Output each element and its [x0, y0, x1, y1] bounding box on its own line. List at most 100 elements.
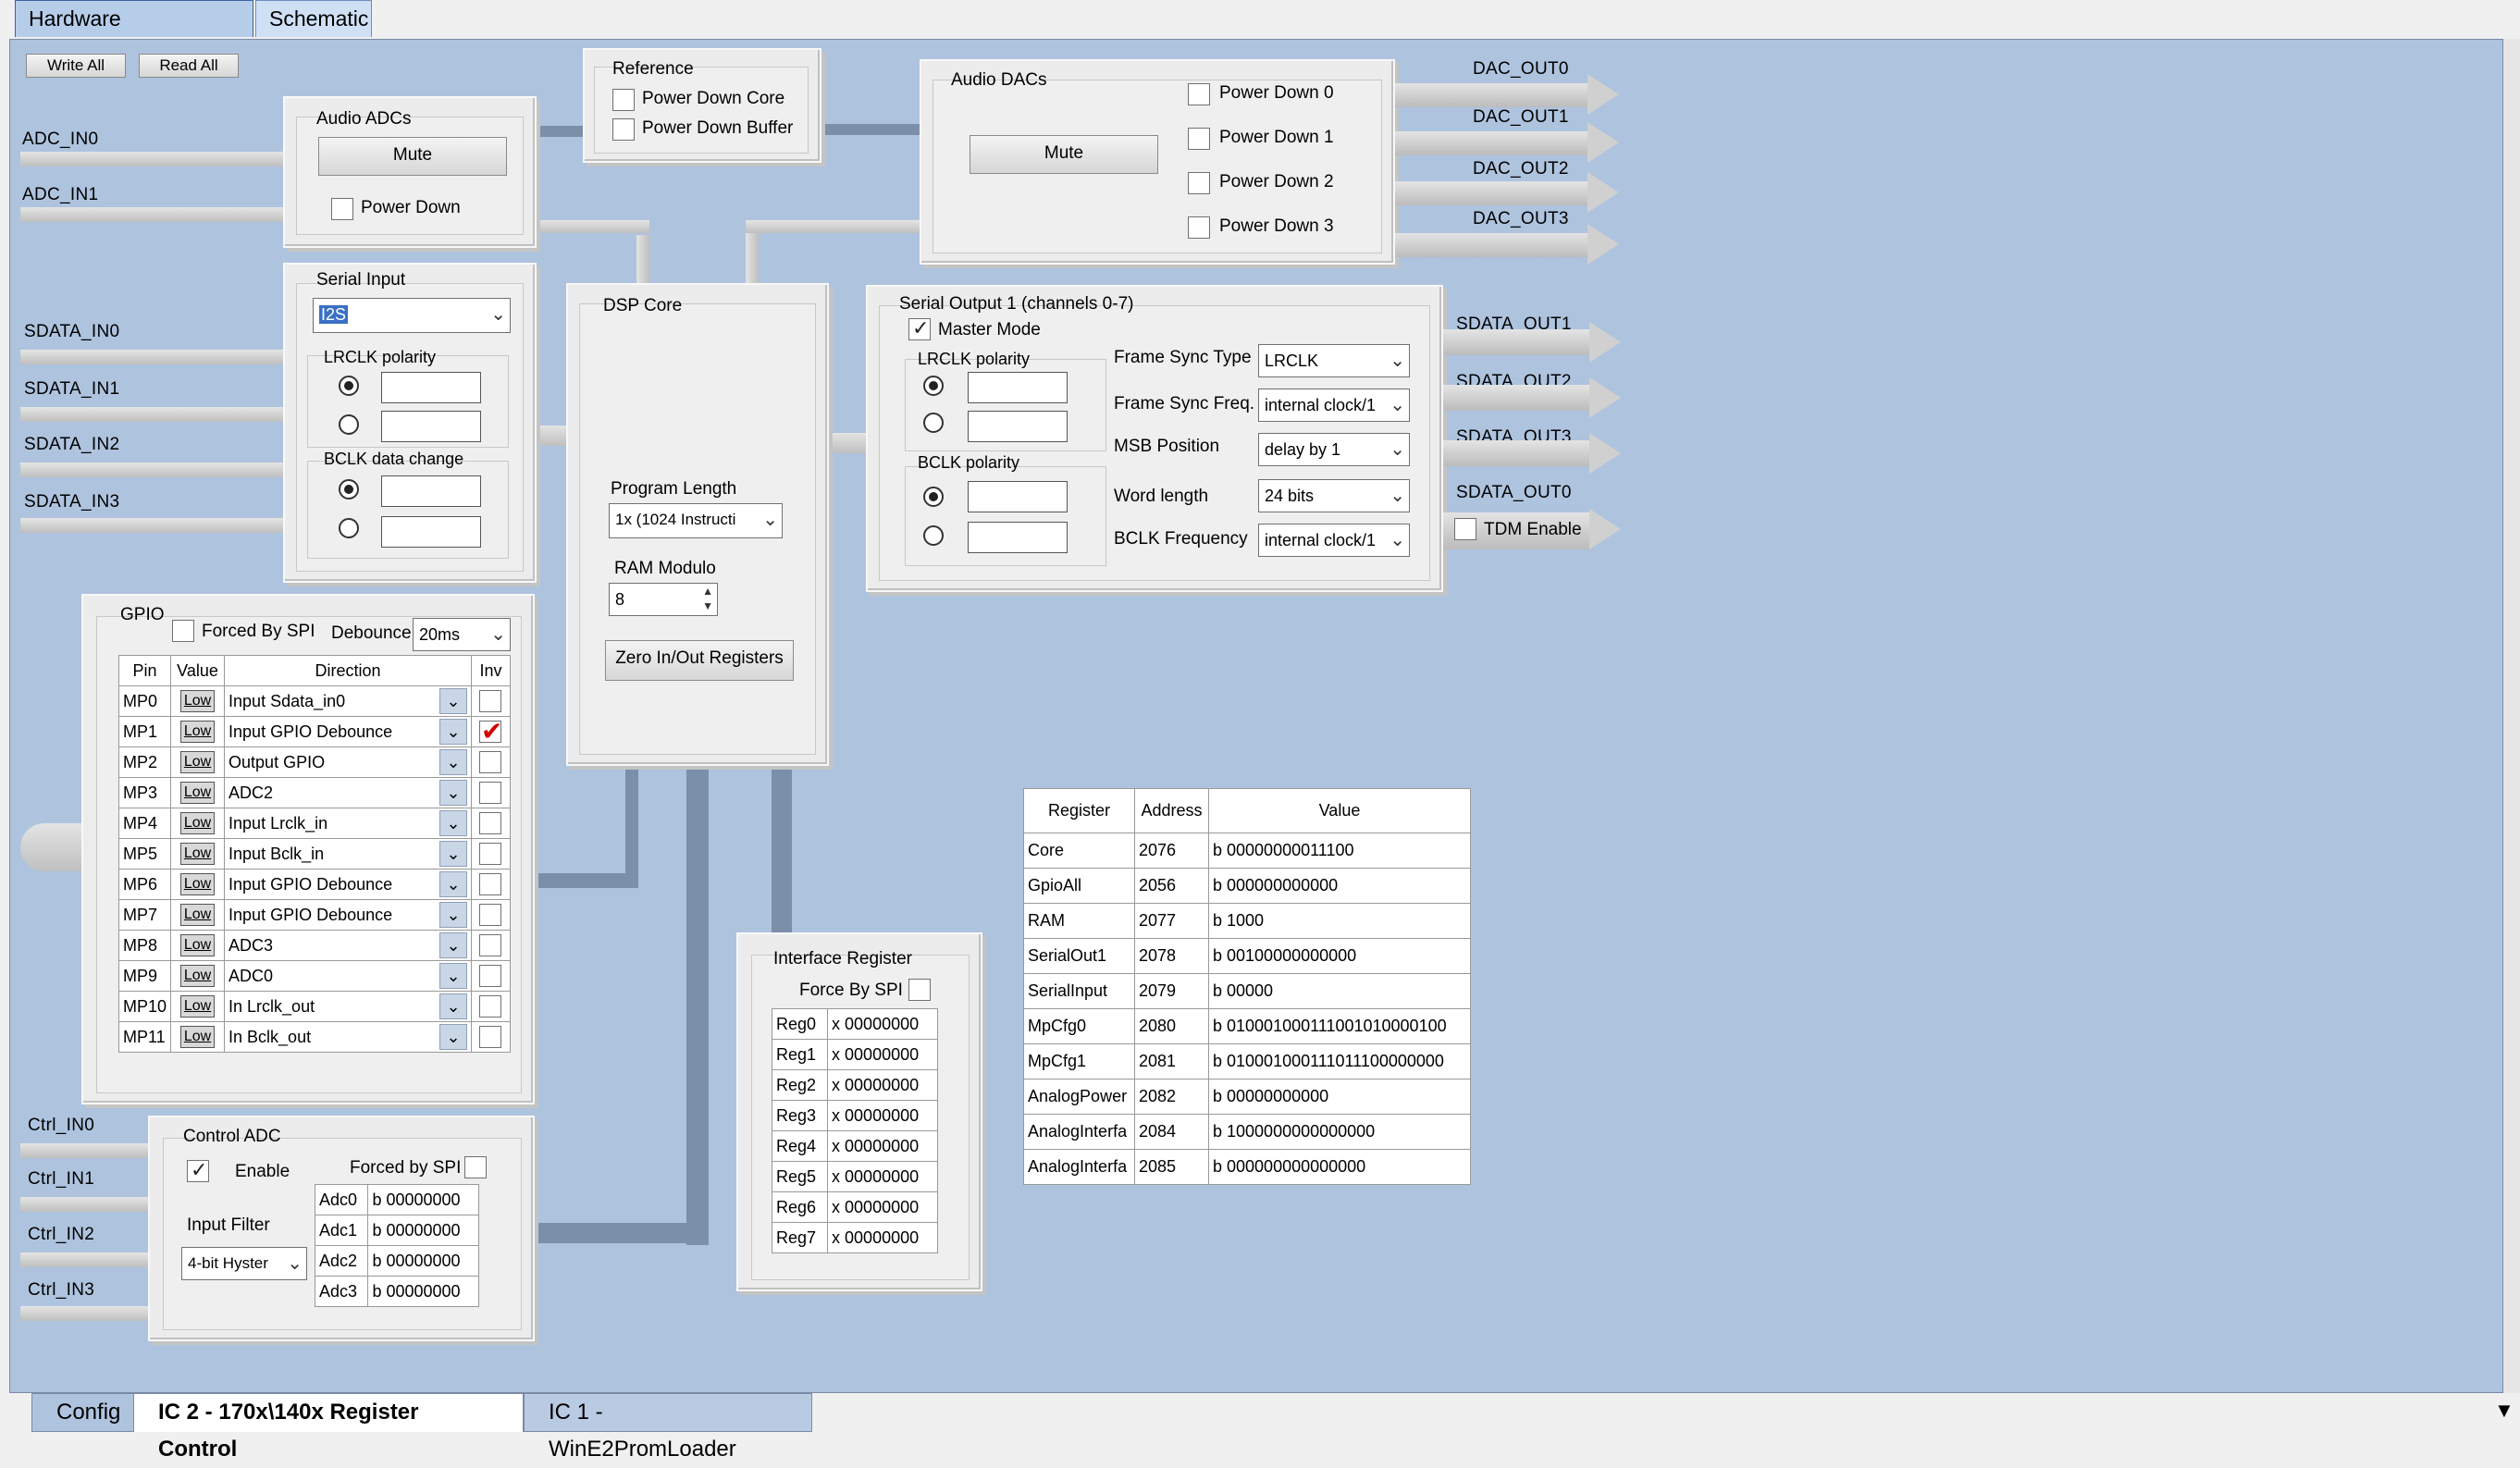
reg-value[interactable]: x 00000000	[827, 1069, 938, 1101]
chevron-down-icon[interactable]: ⌄	[439, 841, 467, 867]
gpio-value-button[interactable]: Low	[179, 873, 216, 895]
power-down-core-checkbox[interactable]	[612, 89, 635, 111]
control-adc-enable-checkbox[interactable]	[187, 1158, 209, 1182]
gpio-inv-checkbox[interactable]	[479, 843, 501, 865]
connector-line	[772, 766, 792, 938]
reg-value[interactable]: x 00000000	[827, 1008, 938, 1040]
register-name: RAM	[1023, 903, 1135, 939]
dac-power-down-2-checkbox[interactable]	[1188, 172, 1210, 194]
bclk-frequency-select[interactable]: internal clock/1⌄	[1258, 524, 1410, 557]
master-mode-checkbox[interactable]	[908, 316, 931, 340]
lrclk-polarity-radio-1[interactable]	[339, 376, 359, 396]
gpio-value-button[interactable]: Low	[179, 934, 216, 956]
dac-power-down-0-checkbox[interactable]	[1188, 83, 1210, 105]
register-address: 2076	[1134, 833, 1209, 869]
gpio-value-button[interactable]: Low	[179, 690, 216, 712]
power-down-buffer-checkbox[interactable]	[612, 118, 635, 141]
adc-power-down-checkbox[interactable]	[331, 198, 353, 220]
scroll-down-icon[interactable]: ▼	[2494, 1399, 2514, 1422]
bclk-data-change-radio-1[interactable]	[339, 479, 359, 500]
gpio-inv-checkbox[interactable]	[479, 751, 501, 773]
input-filter-select[interactable]: 4-bit Hyster⌄	[181, 1247, 307, 1280]
control-adc-forced-checkbox[interactable]	[464, 1156, 487, 1178]
gpio-forced-by-spi-checkbox[interactable]	[172, 620, 194, 642]
gpio-value-button[interactable]: Low	[179, 843, 216, 865]
chevron-down-icon[interactable]: ⌄	[439, 963, 467, 989]
tdm-enable-checkbox[interactable]	[1454, 518, 1476, 540]
chevron-down-icon: ⌄	[762, 510, 778, 530]
chevron-down-icon[interactable]: ⌄	[439, 810, 467, 836]
serial-input-format-select[interactable]: I2S⌄	[313, 298, 511, 333]
reg-value[interactable]: x 00000000	[827, 1191, 938, 1223]
dac-power-down-3-checkbox[interactable]	[1188, 216, 1210, 239]
reg-value[interactable]: x 00000000	[827, 1222, 938, 1253]
tab-hardware-configuration[interactable]: Hardware Configuration	[15, 0, 253, 66]
gpio-inv-checkbox[interactable]	[479, 716, 502, 746]
read-all-button[interactable]: Read All	[139, 54, 239, 78]
force-by-spi-checkbox[interactable]	[908, 979, 931, 1001]
chevron-down-icon[interactable]: ⌄	[439, 688, 467, 714]
gpio-inv-checkbox[interactable]	[479, 904, 501, 926]
out-lrclk-polarity-radio-2[interactable]	[923, 413, 944, 433]
pipe	[746, 233, 759, 287]
gpio-value-button[interactable]: Low	[179, 965, 216, 987]
gpio-value-button[interactable]: Low	[179, 721, 216, 743]
gpio-inv-checkbox[interactable]	[479, 782, 501, 804]
gpio-inv-checkbox[interactable]	[479, 690, 501, 712]
reg-value[interactable]: x 00000000	[827, 1100, 938, 1131]
dac-power-down-1-checkbox[interactable]	[1188, 128, 1210, 150]
ram-modulo-stepper[interactable]: 8▲▼	[609, 583, 718, 616]
program-length-select[interactable]: 1x (1024 Instructi⌄	[609, 503, 783, 538]
gpio-inv-checkbox[interactable]	[479, 1026, 501, 1048]
word-length-select[interactable]: 24 bits⌄	[1258, 479, 1410, 512]
tab-schematic[interactable]: Schematic	[255, 0, 372, 37]
tab-ic2-register-control[interactable]: IC 2 - 170x\140x Register Control	[133, 1393, 524, 1462]
gpio-inv-checkbox[interactable]	[479, 934, 501, 956]
debounce-select[interactable]: 20ms⌄	[413, 618, 511, 651]
dac-mute-button[interactable]: Mute	[970, 135, 1158, 174]
tab-ic1-wine2promloader[interactable]: IC 1 - WinE2PromLoader	[524, 1393, 812, 1462]
msb-position-select[interactable]: delay by 1⌄	[1258, 433, 1410, 466]
lrclk-polarity-radio-2[interactable]	[339, 414, 359, 435]
zero-in-out-registers-button[interactable]: Zero In/Out Registers	[605, 640, 794, 681]
chevron-down-icon[interactable]: ⌄	[439, 902, 467, 928]
gpio-value-button[interactable]: Low	[179, 995, 216, 1018]
gpio-inv-checkbox[interactable]	[479, 995, 501, 1018]
gpio-direction-value: Input GPIO Debounce	[229, 722, 393, 741]
adc-mute-button[interactable]: Mute	[318, 137, 507, 176]
gpio-value-button[interactable]: Low	[179, 751, 216, 773]
tab-config[interactable]: Config	[31, 1393, 135, 1432]
bclk-polarity-radio-1[interactable]	[923, 487, 944, 507]
chevron-down-icon[interactable]: ⌄	[439, 993, 467, 1019]
reg-value[interactable]: x 00000000	[827, 1039, 938, 1070]
control-adc-block: Control ADC Enable Forced by SPI Input F…	[148, 1116, 535, 1341]
chevron-down-icon[interactable]: ⌄	[439, 932, 467, 958]
gpio-inv-checkbox[interactable]	[479, 965, 501, 987]
chevron-down-icon[interactable]: ⌄	[439, 871, 467, 897]
chevron-down-icon[interactable]: ⌄	[439, 749, 467, 775]
frame-sync-type-select[interactable]: LRCLK⌄	[1258, 344, 1410, 377]
gpio-inv-checkbox[interactable]	[479, 873, 501, 895]
adc-value: b 00000000	[367, 1184, 479, 1215]
input-filter-label: Input Filter	[187, 1215, 270, 1235]
reg-value[interactable]: x 00000000	[827, 1130, 938, 1162]
chevron-down-icon[interactable]: ⌄	[439, 780, 467, 806]
gpio-value-button[interactable]: Low	[179, 812, 216, 834]
chevron-down-icon[interactable]: ⌄	[439, 1024, 467, 1050]
tdm-enable-label: TDM Enable	[1484, 520, 1582, 539]
bclk-data-change-radio-2[interactable]	[339, 518, 359, 538]
gpio-value-button[interactable]: Low	[179, 1026, 216, 1048]
frame-sync-freq-select[interactable]: internal clock/1⌄	[1258, 389, 1410, 422]
vertical-scrollbar[interactable]	[2503, 39, 2520, 1393]
write-all-button[interactable]: Write All	[26, 54, 126, 78]
chevron-down-icon[interactable]: ⌄	[439, 719, 467, 745]
out-lrclk-polarity-radio-1[interactable]	[923, 376, 944, 396]
gpio-value-button[interactable]: Low	[179, 904, 216, 926]
bclk-polarity-radio-2[interactable]	[923, 525, 944, 546]
gpio-pin: MP10	[117, 991, 172, 1022]
gpio-value-button[interactable]: Low	[179, 782, 216, 804]
gpio-inv-checkbox[interactable]	[479, 812, 501, 834]
reg-value[interactable]: x 00000000	[827, 1161, 938, 1192]
